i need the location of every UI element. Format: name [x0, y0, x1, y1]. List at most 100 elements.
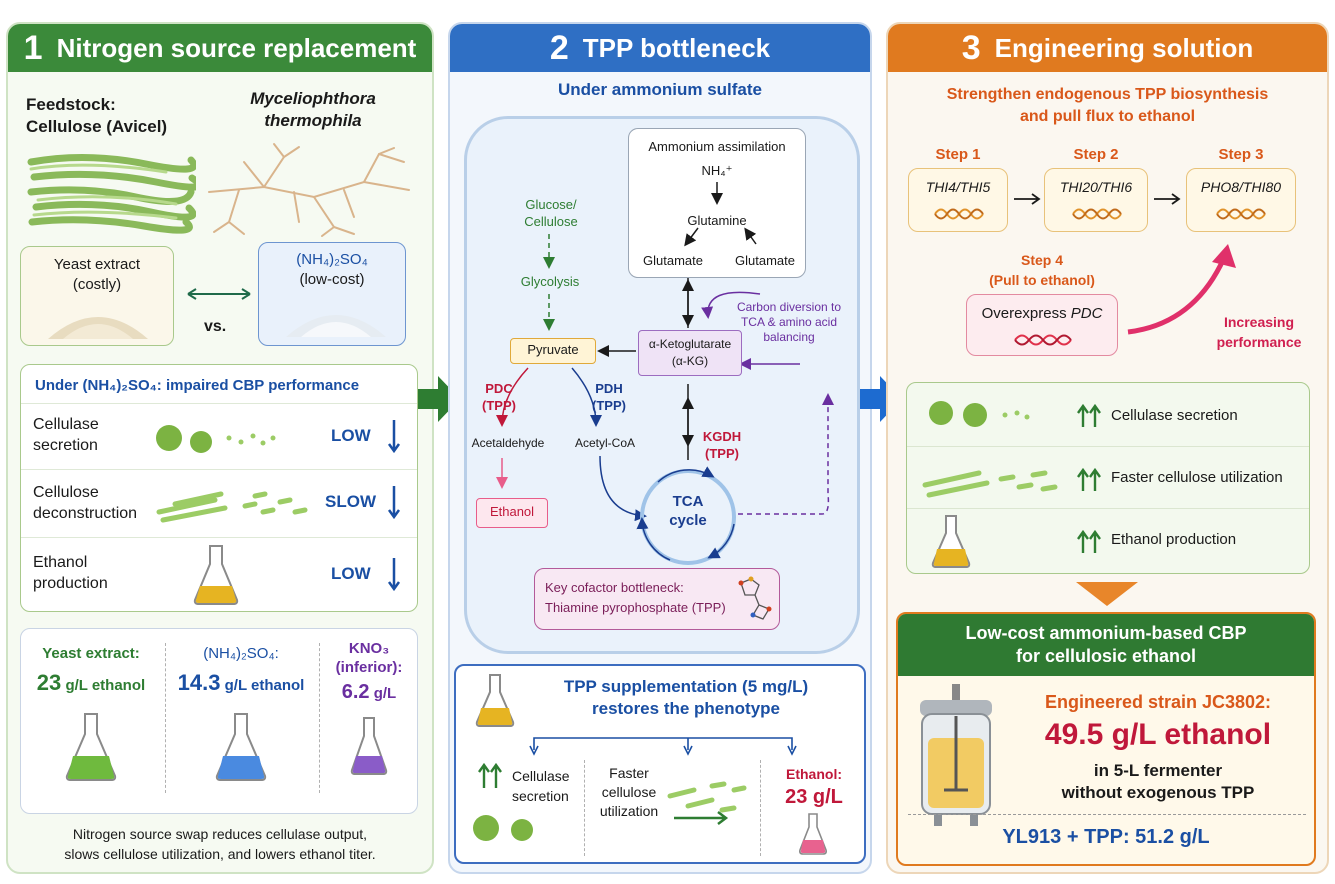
ammonium-sulfate-box: (NH₄)₂SO₄ (low-cost)	[258, 242, 406, 346]
double-up-arrow-icon	[1077, 529, 1101, 553]
dna-icon	[934, 208, 984, 220]
yeast-extract-label: Yeast extract (costly)	[53, 256, 141, 293]
value: 23	[36, 670, 62, 695]
panel-tpp-bottleneck: 2 TPP bottleneck Under ammonium sulfate …	[448, 22, 872, 874]
benefit-label: Faster cellulose utilization	[1111, 469, 1283, 486]
down-arrow-icon	[387, 558, 401, 592]
step-arrow-icon	[1014, 193, 1041, 205]
ammonium-sulfate-formula: (NH₄)₂SO₄	[296, 251, 368, 268]
glutamate-label-1: Glutamate	[643, 253, 703, 268]
down-chevron-icon	[1076, 582, 1138, 606]
strain-label: Engineered strain JC3802:	[1044, 692, 1272, 712]
pink-flask-icon	[799, 813, 827, 855]
double-up-arrow-icon	[1077, 467, 1101, 491]
comparison-name: Yeast extract:	[42, 645, 140, 662]
panel3-title: Engineering solution	[994, 32, 1254, 63]
bottleneck-label: Key cofactor bottleneck: Thiamine pyroph…	[545, 580, 726, 615]
cellulase-enzyme-icon	[929, 401, 1030, 427]
benefit-row: Faster cellulose utilization	[907, 447, 1309, 509]
vs-label: vs.	[204, 318, 227, 335]
down-arrow-icon	[387, 486, 401, 520]
row-ethanol: Ethanol production LOW	[21, 537, 417, 611]
pdh-label: PDH (TPP)	[592, 381, 626, 413]
benefit-label: Ethanol production	[1111, 531, 1237, 548]
step-arrow-icon	[1154, 193, 1181, 205]
step3-label: Step 3	[1218, 146, 1264, 163]
cellulase-enzyme-icon	[156, 425, 276, 453]
tpp-supplementation-box: TPP supplementation (5 mg/L) restores th…	[454, 664, 866, 864]
step3-box: PHO8/THI80	[1186, 168, 1296, 232]
impaired-performance-box: Under (NH₄)₂SO₄: impaired CBP performanc…	[20, 364, 418, 612]
double-arrow-icon	[187, 288, 251, 300]
green-flask-icon	[65, 713, 117, 781]
flask-icon	[193, 545, 239, 605]
step4-gene: PDC	[1070, 305, 1103, 322]
fiber-fragments-icon	[922, 470, 1058, 498]
glucose-label: Glucose/ Cellulose	[524, 197, 578, 229]
fiber-breakdown-icon	[667, 781, 747, 825]
fermentation-conditions: in 5-L fermenter without exogenous TPP	[1061, 761, 1255, 802]
cellulase-enzyme-icon	[473, 815, 533, 841]
comparison-name: (NH₄)₂SO₄:	[203, 645, 279, 662]
supp-utilization-label: Faster cellulose utilization	[599, 765, 659, 819]
comparison-ammonium: (NH₄)₂SO₄: 14.3 g/L ethanol	[167, 645, 315, 789]
step2-gene: THI20/THI6	[1059, 179, 1133, 195]
blue-flask-icon	[215, 713, 267, 781]
benefits-box: Cellulase secretion Faster cellulose uti…	[906, 382, 1310, 574]
panel2-subtitle: Under ammonium sulfate	[557, 80, 763, 99]
benefit-label: Cellulase secretion	[1111, 407, 1238, 424]
divider	[165, 643, 166, 793]
acetylcoa-label: Acetyl-CoA	[574, 436, 636, 450]
reference-titer: YL913 + TPP: 51.2 g/L	[1002, 826, 1210, 848]
dna-icon	[1072, 208, 1122, 220]
step1-gene: THI4/THI5	[925, 179, 991, 195]
panel-nitrogen-source: 1 Nitrogen source replacement Feedstock:…	[6, 22, 434, 874]
unit: g/L ethanol	[220, 677, 305, 694]
value: 6.2	[341, 681, 370, 703]
panel1-number: 1	[23, 28, 43, 67]
pathway-arrows	[496, 182, 834, 565]
kgdh-label: KGDH (TPP)	[702, 429, 742, 461]
panel3-header: 3 Engineering solution	[888, 24, 1327, 72]
panel2-number: 2	[549, 28, 569, 67]
result-box: Low-cost ammonium-based CBP for cellulos…	[896, 612, 1316, 866]
row-label: Cellulase secretion	[33, 416, 99, 454]
bottleneck-box: Key cofactor bottleneck: Thiamine pyroph…	[534, 568, 780, 630]
benefit-row: Ethanol production	[907, 509, 1309, 573]
increasing-performance-label: Increasing performance	[1216, 314, 1302, 350]
status-low: LOW	[331, 426, 371, 445]
akg-box: α-Ketoglutarate (α-KG)	[638, 330, 742, 376]
panel-engineering-solution: 3 Engineering solution Strengthen endoge…	[886, 22, 1329, 874]
comparison-name: KNO₃ (inferior):	[335, 640, 403, 676]
ammonium-sulfate-cost: (low-cost)	[299, 271, 365, 288]
glycolysis-label: Glycolysis	[520, 274, 580, 289]
double-up-arrow-icon	[478, 762, 502, 788]
comparison-value: 14.3 g/L ethanol	[167, 670, 315, 696]
comparison-kno3: KNO₃ (inferior): 6.2 g/L	[321, 639, 417, 783]
comparison-value: 23 g/L ethanol	[21, 670, 161, 696]
step1-label: Step 1	[935, 146, 981, 163]
panel1-header: 1 Nitrogen source replacement	[8, 24, 432, 72]
step4-text: Overexpress PDC	[967, 305, 1117, 322]
dna-icon	[1216, 208, 1266, 220]
pyruvate-box: Pyruvate	[510, 338, 596, 364]
fungal-hyphae-icon	[208, 143, 410, 237]
step4-box: Overexpress PDC	[966, 294, 1118, 356]
benefit-row: Cellulase secretion	[907, 383, 1309, 447]
row-label: Ethanol production	[33, 554, 108, 592]
fermenter-icon	[920, 684, 992, 826]
titer-comparison-box: Yeast extract: 23 g/L ethanol (NH₄)₂SO₄:…	[20, 628, 418, 814]
panel2-title: TPP bottleneck	[582, 32, 771, 63]
purple-flask-icon	[350, 717, 388, 775]
pdc-label: PDC (TPP)	[482, 381, 516, 413]
panel3-subtitle: Strengthen endogenous TPP biosynthesis a…	[946, 86, 1269, 125]
acetaldehyde-label: Acetaldehyde	[471, 436, 545, 450]
increasing-arrow-icon	[1127, 244, 1236, 335]
organism-label: Myceliophthora thermophila	[250, 89, 376, 130]
comparison-yeast: Yeast extract: 23 g/L ethanol	[21, 645, 161, 789]
cellulose-fibers-icon	[27, 153, 196, 234]
unit: g/L	[369, 685, 397, 702]
divider	[319, 643, 320, 793]
panel-transition-arrow-icon	[860, 376, 902, 422]
tpp-flask-icon	[475, 674, 515, 727]
